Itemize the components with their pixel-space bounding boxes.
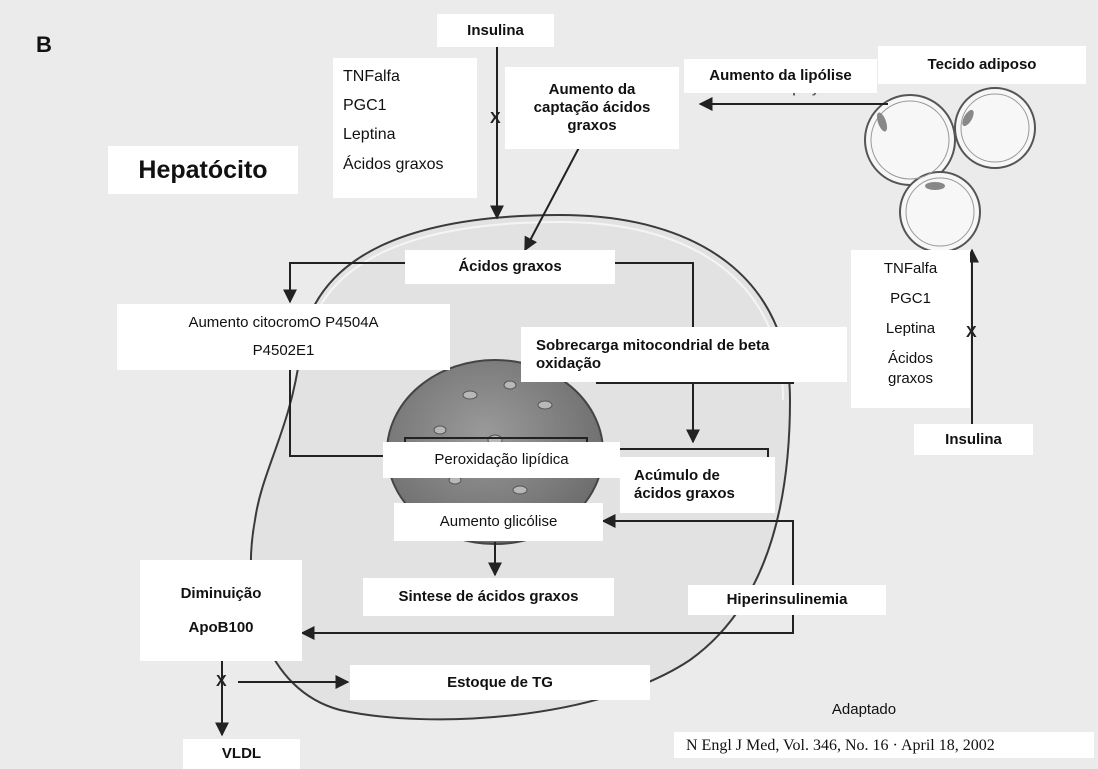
factor-item: graxos bbox=[888, 370, 933, 388]
apob-line: ApoB100 bbox=[188, 619, 253, 637]
fatty-acid-synthesis-box: Sintese de ácidos graxos bbox=[363, 578, 614, 616]
factor-item: PGC1 bbox=[343, 96, 477, 115]
overload-line: oxidação bbox=[536, 355, 847, 373]
adapted-note: Adaptado bbox=[812, 700, 916, 720]
uptake-line: captação ácidos bbox=[534, 99, 651, 117]
factor-item: Ácidos bbox=[888, 350, 933, 368]
hyperinsulinemia-box: Hiperinsulinemia bbox=[688, 585, 886, 615]
cytochrome-line: P4502E1 bbox=[253, 342, 315, 360]
mitochondrial-overload-box: Sobrecarga mitocondrial de beta oxidação bbox=[521, 327, 847, 382]
factor-item: Leptina bbox=[343, 125, 477, 144]
adipose-tissue-box: Tecido adiposo bbox=[878, 46, 1086, 84]
cytochrome-line: Aumento citocromO P4504A bbox=[188, 314, 378, 332]
uptake-line: Aumento da bbox=[549, 81, 636, 99]
panel-letter: B bbox=[36, 32, 52, 58]
hepatocyte-label: Hepatócito bbox=[108, 146, 298, 194]
insulin-top-box: Insulina bbox=[437, 14, 554, 47]
lipolysis-box: Aumento da lipólise bbox=[684, 59, 877, 93]
factor-item: PGC1 bbox=[890, 290, 931, 308]
inhibition-mark-right: X bbox=[966, 325, 977, 341]
factors-right-box: TNFalfa PGC1 Leptina Ácidos graxos bbox=[851, 250, 970, 408]
adipocytes bbox=[865, 88, 1035, 252]
apob100-decrease-box: Diminuição ApoB100 bbox=[140, 560, 302, 661]
lipid-peroxidation-box: Peroxidação lipídica bbox=[383, 442, 620, 478]
inhibition-mark-vldl: X bbox=[216, 674, 227, 690]
factor-item: TNFalfa bbox=[884, 260, 937, 278]
factor-item: Ácidos graxos bbox=[343, 155, 477, 174]
overload-line: Sobrecarga mitocondrial de beta bbox=[536, 337, 847, 355]
factor-item: TNFalfa bbox=[343, 67, 477, 86]
tg-storage-box: Estoque de TG bbox=[350, 665, 650, 700]
fatty-acids-box: Ácidos graxos bbox=[405, 250, 615, 284]
insulin-right-box: Insulina bbox=[914, 424, 1033, 455]
inhibition-mark-top: X bbox=[490, 111, 501, 127]
cytochrome-box: Aumento citocromO P4504A P4502E1 bbox=[117, 304, 450, 370]
accumulation-line: Acúmulo de bbox=[634, 467, 775, 485]
apob-line: Diminuição bbox=[181, 585, 262, 603]
factor-item: Leptina bbox=[886, 320, 935, 338]
citation: N Engl J Med, Vol. 346, No. 16 · April 1… bbox=[674, 732, 1094, 758]
vldl-box: VLDL bbox=[183, 739, 300, 769]
glycolysis-box: Aumento glicólise bbox=[394, 503, 603, 541]
uptake-line: graxos bbox=[567, 117, 616, 135]
fatty-acid-accumulation-box: Acúmulo de ácidos graxos bbox=[620, 457, 775, 513]
fatty-acid-uptake-box: Aumento da captação ácidos graxos bbox=[505, 67, 679, 149]
accumulation-line: ácidos graxos bbox=[634, 485, 775, 503]
factors-top-box: TNFalfa PGC1 Leptina Ácidos graxos bbox=[333, 58, 477, 198]
